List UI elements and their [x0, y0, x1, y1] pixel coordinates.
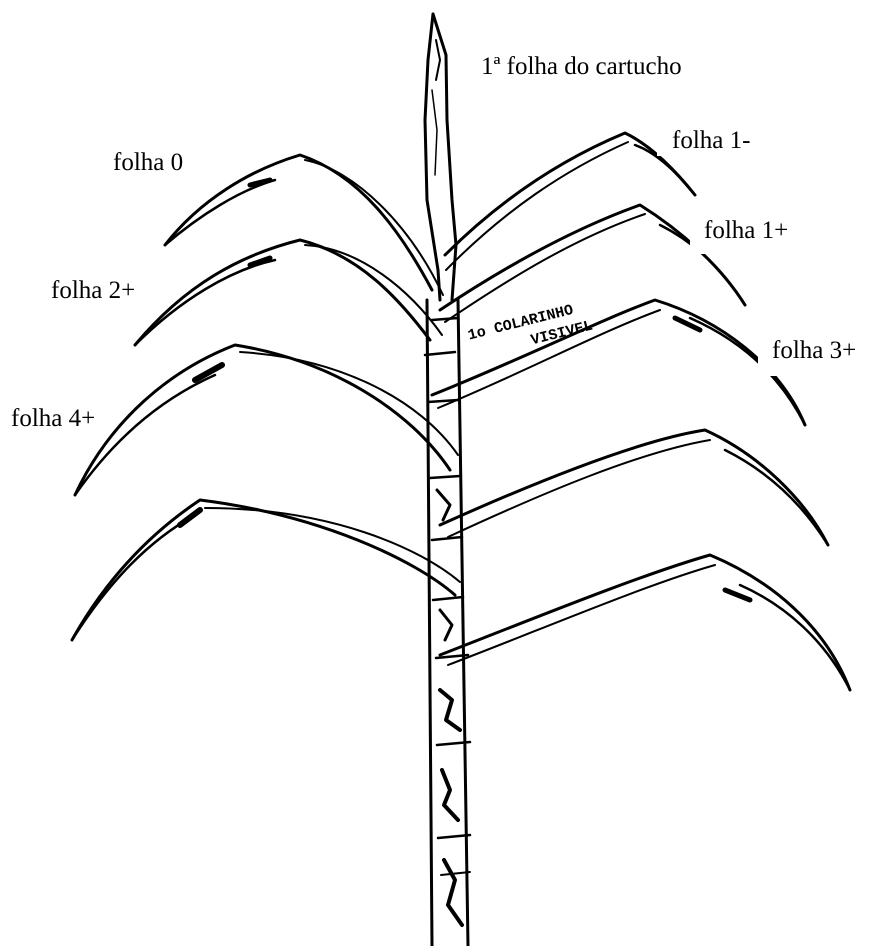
label-folha-4-plus: folha 4+	[8, 404, 98, 438]
label-folha-1-plus: folha 1+	[690, 216, 791, 254]
label-folha-2-plus: folha 2+	[48, 276, 138, 316]
spindle-leaf-drawing	[425, 14, 456, 300]
left-leaves	[72, 155, 460, 640]
label-folha-0: folha 0	[110, 148, 186, 178]
label-cartucho: 1ª folha do cartucho	[478, 52, 685, 82]
label-folha-1-minus: folha 1-	[657, 126, 753, 156]
label-folha-3-plus: folha 3+	[758, 336, 859, 376]
